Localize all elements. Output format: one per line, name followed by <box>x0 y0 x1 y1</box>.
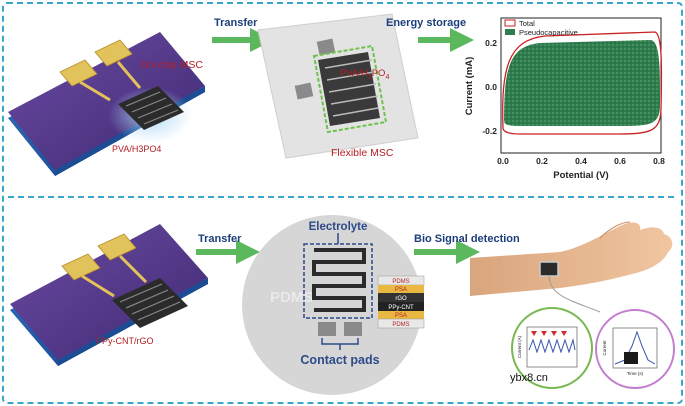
layer-psa-top: PSA <box>395 287 407 293</box>
y-tick-neg0.2: -0.2 <box>482 126 497 136</box>
bio-signal-label: Bio Signal detection <box>414 233 520 245</box>
y-tick-0.2: 0.2 <box>485 38 497 48</box>
legend-total-label: Total <box>519 19 535 28</box>
sensor-material-label: PPy-CNT/rGO <box>96 336 154 346</box>
cv-pseudocap-area <box>504 40 660 126</box>
flex-pad-1 <box>316 38 336 56</box>
gold-pad-1 <box>59 59 98 87</box>
inset-left-ylabel: Current (A) <box>517 335 522 358</box>
pdms-watermark: PDMS <box>270 289 313 306</box>
inset-right-xlabel: Time (s) <box>627 371 644 376</box>
energy-storage-label: Energy storage <box>386 17 466 29</box>
flex-pad-2 <box>294 82 314 100</box>
inset-right: Current Time (s) <box>595 309 675 389</box>
legend-pseudo-swatch <box>505 29 515 35</box>
layer-psa-bottom: PSA <box>395 313 407 319</box>
layer-rgo: rGO <box>395 296 407 302</box>
interdigitated-electrode-top <box>118 86 184 130</box>
cv-total-curve <box>502 31 663 135</box>
arm-illustration <box>470 221 673 296</box>
onchip-msc-label: On-chip MSC <box>140 59 203 71</box>
transfer-label-top: Transfer <box>214 17 258 29</box>
inset-left: Current (A) <box>511 307 593 389</box>
interdigitated-electrode-bottom <box>112 278 188 328</box>
electrolyte-label: Electrolyte <box>309 221 368 233</box>
pdms-circle <box>242 215 422 395</box>
gold-pad-2 <box>94 39 133 67</box>
cv-chart: Total Pseudocapacitive 0.2 0.0 -0.2 0.0 … <box>464 17 665 181</box>
wrist-sensor <box>539 261 559 277</box>
contact-pad-1 <box>318 322 336 336</box>
x-tick-0.2: 0.2 <box>536 156 548 166</box>
layer-pdms-top: PDMS <box>392 279 409 285</box>
flexible-electrode <box>312 44 388 134</box>
contact-bracket <box>321 338 359 350</box>
watermark: ybx8.cn <box>510 372 548 384</box>
layer-stack: PDMS PSA rGO PPy-CNT PSA PDMS <box>377 275 425 329</box>
flexible-electrolyte-label: PVA/H3PO4 <box>340 68 389 81</box>
layer-pdms-bottom: PDMS <box>392 322 409 328</box>
layer-ppy-cnt: PPy-CNT <box>388 305 414 311</box>
flexible-msc-label: Flexible MSC <box>331 147 394 159</box>
gold-lead-1 <box>79 80 111 102</box>
inset-right-ylabel: Current <box>602 340 607 356</box>
sensor-gold-lead-2 <box>118 254 148 284</box>
legend-pseudo-label: Pseudocapacitive <box>519 28 578 37</box>
serpentine-electrode <box>312 248 366 312</box>
contact-pad-2 <box>344 322 362 336</box>
x-tick-0.6: 0.6 <box>614 156 626 166</box>
onchip-electrolyte-label: PVA/H3PO4 <box>112 144 161 154</box>
transfer-label-bottom: Transfer <box>198 233 242 245</box>
y-tick-0.0: 0.0 <box>485 82 497 92</box>
gold-lead-2 <box>116 61 142 89</box>
cv-xlabel: Potential (V) <box>553 170 608 181</box>
x-tick-0.0: 0.0 <box>497 156 509 166</box>
legend-total-swatch <box>504 19 516 27</box>
sensor-wire <box>548 275 601 313</box>
sensor-gold-pad-1 <box>61 253 101 281</box>
x-tick-0.4: 0.4 <box>575 156 587 166</box>
sensor-gold-lead-1 <box>81 274 115 298</box>
cv-ylabel: Current (mA) <box>464 57 475 116</box>
contact-pads-label: Contact pads <box>300 353 379 367</box>
sensor-gold-pad-2 <box>97 233 137 261</box>
x-tick-0.8: 0.8 <box>653 156 665 166</box>
